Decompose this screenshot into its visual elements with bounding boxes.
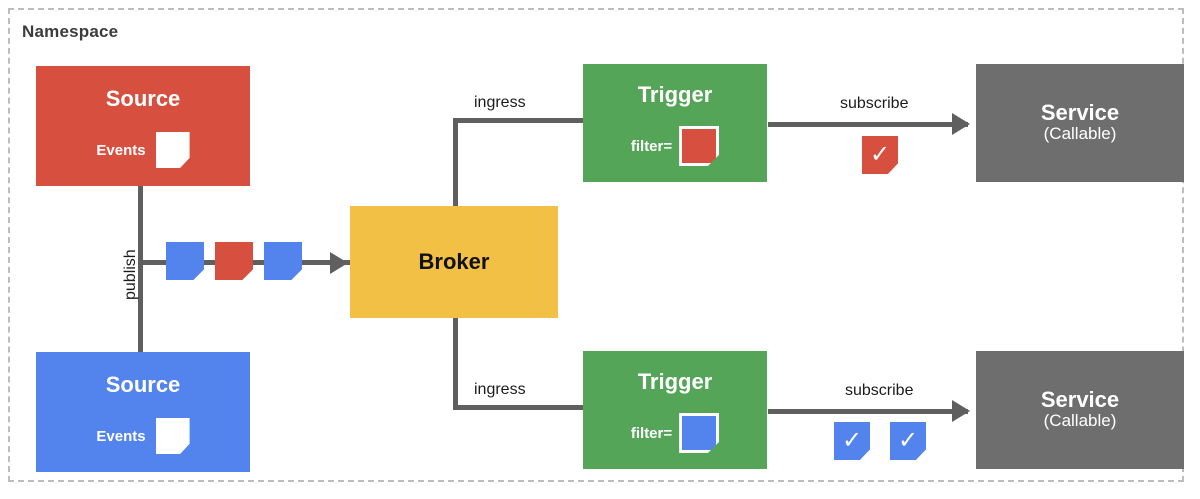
service-top-title: Service (1040, 100, 1120, 126)
ingress-bottom-line (453, 405, 585, 410)
node-service-top[interactable]: Service (Callable) (976, 64, 1184, 182)
trigger-top-filter-label: filter= (630, 137, 673, 155)
edge-label-ingress-bottom: ingress (474, 381, 526, 398)
edge-label-subscribe-top: subscribe (840, 95, 909, 112)
service-bottom-title: Service (1040, 387, 1120, 413)
filter-document-icon (679, 413, 720, 453)
node-source-blue[interactable]: Source Events (36, 352, 250, 472)
service-bottom-subtitle: (Callable) (1043, 411, 1117, 431)
edge-label-subscribe-bottom: subscribe (845, 382, 914, 399)
trigger-top-title: Trigger (637, 82, 713, 107)
subscribe-top-arrowhead (952, 113, 970, 135)
node-trigger-bottom[interactable]: Trigger filter= (583, 351, 767, 469)
document-icon (155, 418, 190, 454)
check-icon: ✓ (841, 427, 863, 454)
broker-title: Broker (418, 249, 490, 274)
source-red-events-label: Events (96, 141, 146, 159)
node-source-red[interactable]: Source Events (36, 66, 250, 186)
bus-event-document-3 (264, 242, 302, 280)
trigger-bottom-title: Trigger (637, 369, 713, 394)
service-top-subtitle: (Callable) (1043, 124, 1117, 144)
edge-label-ingress-top: ingress (474, 94, 526, 111)
node-broker[interactable]: Broker (350, 206, 558, 318)
check-icon: ✓ (869, 141, 891, 168)
node-service-bottom[interactable]: Service (Callable) (976, 351, 1184, 469)
subscribe-bottom-arrowhead (952, 400, 970, 422)
trigger-top-filter-row: filter= (630, 126, 720, 166)
document-icon (155, 132, 190, 168)
trigger-bottom-filter-row: filter= (630, 413, 720, 453)
source-red-title: Source (105, 86, 181, 111)
subscribe-top-line (768, 122, 968, 127)
namespace-label: Namespace (22, 22, 119, 41)
source-red-events-row: Events (96, 132, 190, 168)
namespace-container (8, 8, 1184, 482)
node-trigger-top[interactable]: Trigger filter= (583, 64, 767, 182)
publish-trunk-line (138, 186, 143, 362)
source-blue-events-row: Events (96, 418, 190, 454)
bus-event-document-1 (166, 242, 204, 280)
check-icon: ✓ (897, 427, 919, 454)
subscribe-top-check-badge-1: ✓ (862, 136, 898, 174)
trigger-bottom-filter-label: filter= (630, 424, 673, 442)
ingress-top-line (453, 118, 585, 123)
source-blue-events-label: Events (96, 427, 146, 445)
edge-label-publish: publish (122, 249, 139, 300)
filter-document-icon (679, 126, 720, 166)
source-blue-title: Source (105, 372, 181, 397)
subscribe-bottom-line (768, 409, 968, 414)
bus-event-document-2 (215, 242, 253, 280)
publish-arrowhead (330, 252, 348, 274)
subscribe-bottom-check-badge-2: ✓ (890, 422, 926, 460)
subscribe-bottom-check-badge-1: ✓ (834, 422, 870, 460)
